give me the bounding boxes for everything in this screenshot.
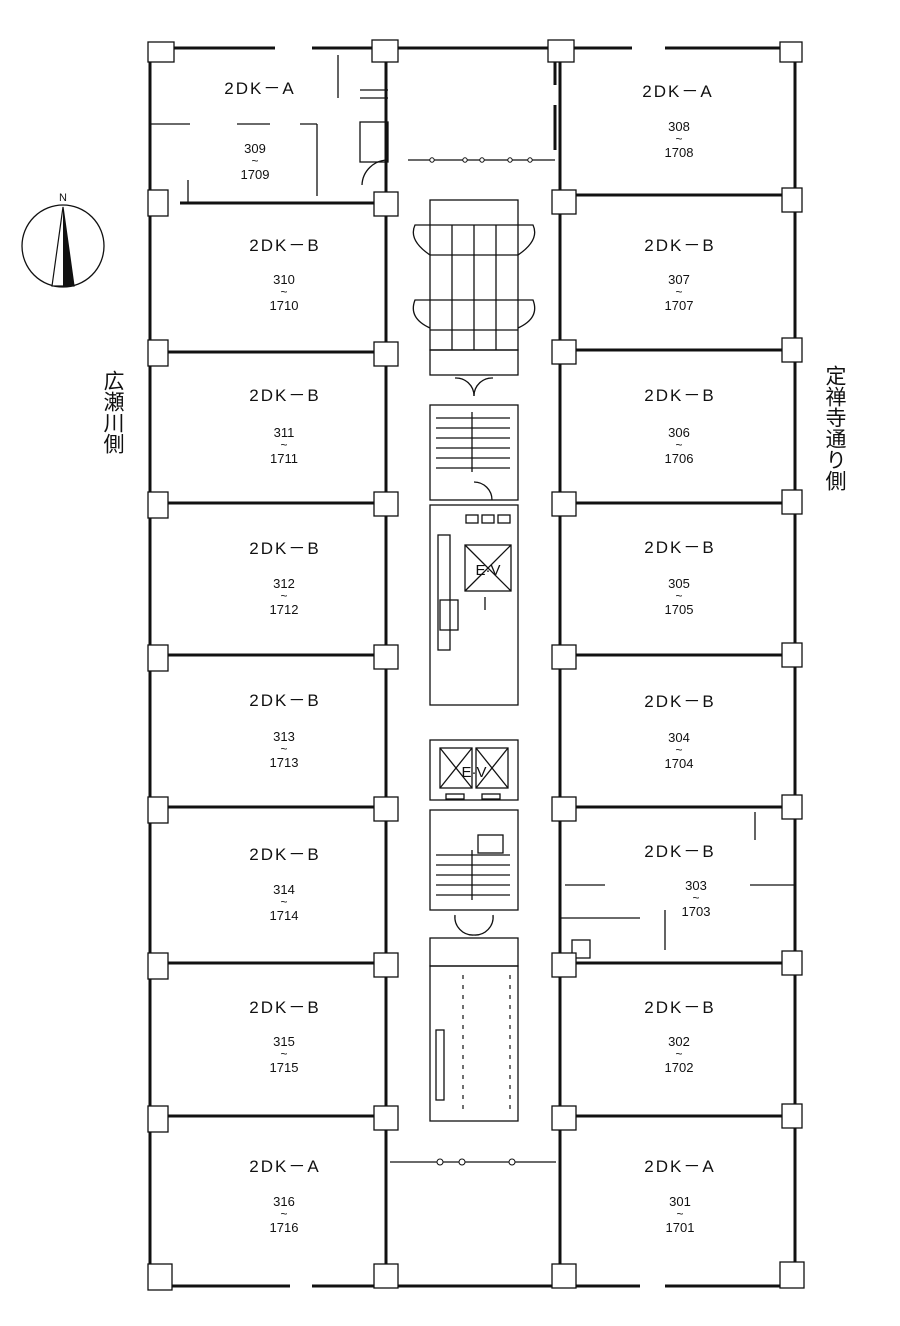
- exterior-walls: [148, 46, 797, 1288]
- unit-range-sep: ~: [675, 1047, 682, 1061]
- unit-number-high: 1709: [241, 167, 270, 182]
- south-lobby: [390, 1158, 556, 1166]
- unit-number-low: 304: [668, 730, 690, 745]
- elevator-twin-label: E·V: [461, 764, 486, 781]
- unit-number-low: 316: [273, 1194, 295, 1209]
- unit-number-high: 1711: [270, 451, 298, 466]
- structural-columns: [147, 39, 805, 1291]
- unit-315: 2DK－B 315 ~ 1715: [249, 998, 320, 1075]
- unit-range-sep: ~: [280, 1207, 287, 1221]
- unit-number-high: 1715: [270, 1060, 299, 1075]
- unit-type: 2DK－B: [249, 386, 320, 405]
- unit-number-high: 1707: [665, 298, 694, 313]
- unit-number-low: 301: [669, 1194, 691, 1209]
- unit-range-sep: ~: [675, 589, 682, 603]
- unit-type: 2DK－B: [249, 845, 320, 864]
- unit-range-sep: ~: [280, 438, 287, 452]
- unit-type: 2DK－B: [644, 538, 715, 557]
- unit-316: 2DK－A 316 ~ 1716: [249, 1157, 320, 1235]
- unit-range-sep: ~: [675, 285, 682, 299]
- unit-type: 2DK－B: [644, 998, 715, 1017]
- unit-number-low: 303: [685, 878, 707, 893]
- unit-range-sep: ~: [251, 154, 258, 168]
- unit-type: 2DK－B: [644, 842, 715, 861]
- unit-307: 2DK－B 307 ~ 1707: [644, 236, 715, 313]
- unit-number-high: 1702: [665, 1060, 694, 1075]
- unit-range-sep: ~: [675, 132, 682, 146]
- elevator-single: E·V: [429, 504, 519, 706]
- unit-number-low: 307: [668, 272, 690, 287]
- unit-309: 2DK－A 309 ~ 1709: [224, 79, 295, 182]
- unit-304: 2DK－B 304 ~ 1704: [644, 692, 715, 771]
- stairway-north: [429, 404, 519, 501]
- unit-range-sep: ~: [676, 1207, 683, 1221]
- unit-type: 2DK－B: [644, 236, 715, 255]
- unit-314: 2DK－B 314 ~ 1714: [249, 845, 320, 923]
- unit-type: 2DK－B: [644, 386, 715, 405]
- unit-range-sep: ~: [675, 438, 682, 452]
- unit-number-high: 1714: [270, 908, 299, 923]
- side-label-left: 広瀬川側: [101, 370, 125, 454]
- unit-number-low: 312: [273, 576, 295, 591]
- unit-range-sep: ~: [280, 589, 287, 603]
- elevator-label: E·V: [475, 562, 500, 579]
- unit-number-low: 313: [273, 729, 295, 744]
- unit-number-low: 302: [668, 1034, 690, 1049]
- unit-range-sep: ~: [692, 891, 699, 905]
- core-storage: [429, 937, 519, 1122]
- unit-number-low: 315: [273, 1034, 295, 1049]
- unit-number-high: 1701: [666, 1220, 695, 1235]
- unit-type: 2DK－A: [644, 1157, 715, 1176]
- unit-number-low: 308: [668, 119, 690, 134]
- unit-310: 2DK－B 310 ~ 1710: [249, 236, 320, 313]
- unit-311: 2DK－B 311 ~ 1711: [249, 386, 320, 466]
- unit-type: 2DK－B: [249, 539, 320, 558]
- unit-number-high: 1710: [270, 298, 299, 313]
- unit-305: 2DK－B 305 ~ 1705: [644, 538, 715, 617]
- unit-301: 2DK－A 301 ~ 1701: [644, 1157, 715, 1235]
- unit-number-low: 305: [668, 576, 690, 591]
- unit-number-low: 314: [273, 882, 295, 897]
- unit-type: 2DK－A: [642, 82, 713, 101]
- north-arrow-icon: N: [21, 192, 105, 288]
- unit-number-low: 311: [274, 425, 295, 440]
- unit-range-sep: ~: [280, 895, 287, 909]
- unit-number-high: 1703: [682, 904, 711, 919]
- stairway-south: [429, 809, 519, 936]
- unit-number-high: 1706: [665, 451, 694, 466]
- unit-type: 2DK－B: [249, 998, 320, 1017]
- side-label-right: 定禅寺通り側: [823, 365, 847, 491]
- unit-number-high: 1713: [270, 755, 299, 770]
- unit-308: 2DK－A 308 ~ 1708: [642, 82, 713, 160]
- unit-type: 2DK－B: [644, 692, 715, 711]
- unit-number-high: 1708: [665, 145, 694, 160]
- unit-number-high: 1712: [270, 602, 299, 617]
- unit-range-sep: ~: [675, 743, 682, 757]
- unit-number-high: 1704: [665, 756, 694, 771]
- partition-walls: [150, 55, 795, 1118]
- unit-number-high: 1716: [270, 1220, 299, 1235]
- unit-range-sep: ~: [280, 742, 287, 756]
- north-label: N: [59, 192, 67, 204]
- unit-306: 2DK－B 306 ~ 1706: [644, 386, 715, 466]
- north-lobby: [359, 60, 557, 186]
- core-upper-stair: [412, 199, 536, 397]
- unit-number-low: 306: [668, 425, 690, 440]
- unit-312: 2DK－B 312 ~ 1712: [249, 539, 320, 617]
- unit-type: 2DK－B: [249, 691, 320, 710]
- unit-number-low: 309: [244, 141, 266, 156]
- unit-type: 2DK－A: [249, 1157, 320, 1176]
- elevator-twin: E·V: [429, 739, 519, 801]
- unit-number-high: 1705: [665, 602, 694, 617]
- unit-313: 2DK－B 313 ~ 1713: [249, 691, 320, 770]
- unit-303: 2DK－B 303 ~ 1703: [644, 842, 715, 919]
- unit-type: 2DK－A: [224, 79, 295, 98]
- unit-range-sep: ~: [280, 285, 287, 299]
- unit-type: 2DK－B: [249, 236, 320, 255]
- corridor-walls: [384, 48, 562, 1286]
- unit-range-sep: ~: [280, 1047, 287, 1061]
- unit-302: 2DK－B 302 ~ 1702: [644, 998, 715, 1075]
- unit-number-low: 310: [273, 272, 295, 287]
